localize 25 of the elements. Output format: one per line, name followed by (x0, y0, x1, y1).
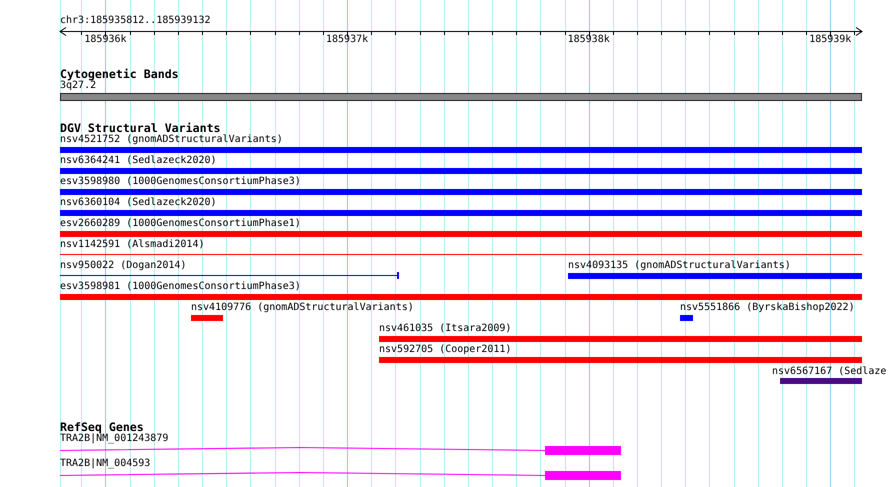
feature-label: nsv6567167 (Sedlaze (772, 366, 886, 378)
gene-label: TRA2B|NM_004593 (60, 458, 152, 470)
feature-label: nsv4109776 (gnomADStructuralVariants) (191, 302, 414, 314)
location-label: chr3:185935812..185939132 (60, 15, 211, 27)
track-title: RefSeq Genes (60, 420, 144, 434)
tick-label: 185938k (568, 34, 610, 46)
tick-label: 185937k (326, 34, 368, 46)
band-label: 3q27.2 (60, 80, 96, 92)
gene-label: TRA2B|NM_001243879 (60, 432, 170, 444)
tick-label: 185936k (84, 34, 127, 46)
track-title: DGV Structural Variants (60, 121, 221, 135)
feature-label: esv3598981 (1000GenomesConsortiumPhase3) (60, 281, 302, 293)
feature-label: nsv6360104 (Sedlazeck2020) (60, 197, 218, 209)
tick-label: 185939k (809, 34, 852, 46)
feature-label: nsv461035 (Itsara2009) (379, 323, 512, 335)
track-title: Cytogenetic Bands (60, 67, 179, 81)
feature-label: esv2660289 (1000GenomesConsortiumPhase1) (60, 218, 302, 230)
feature-label: nsv592705 (Cooper2011) (379, 344, 512, 356)
feature-label: nsv1142591 (Alsmadi2014) (60, 239, 206, 251)
feature-label: nsv4093135 (gnomADStructuralVariants) (568, 260, 792, 272)
feature-label: esv3598980 (1000GenomesConsortiumPhase3) (60, 176, 302, 188)
feature-label: nsv5551866 (ByrskaBishop2022) (680, 302, 855, 314)
feature-label: nsv950022 (Dogan2014) (60, 260, 188, 272)
feature-label: nsv4521752 (gnomADStructuralVariants) (60, 134, 284, 146)
feature-label: nsv6364241 (Sedlazeck2020) (60, 155, 218, 167)
